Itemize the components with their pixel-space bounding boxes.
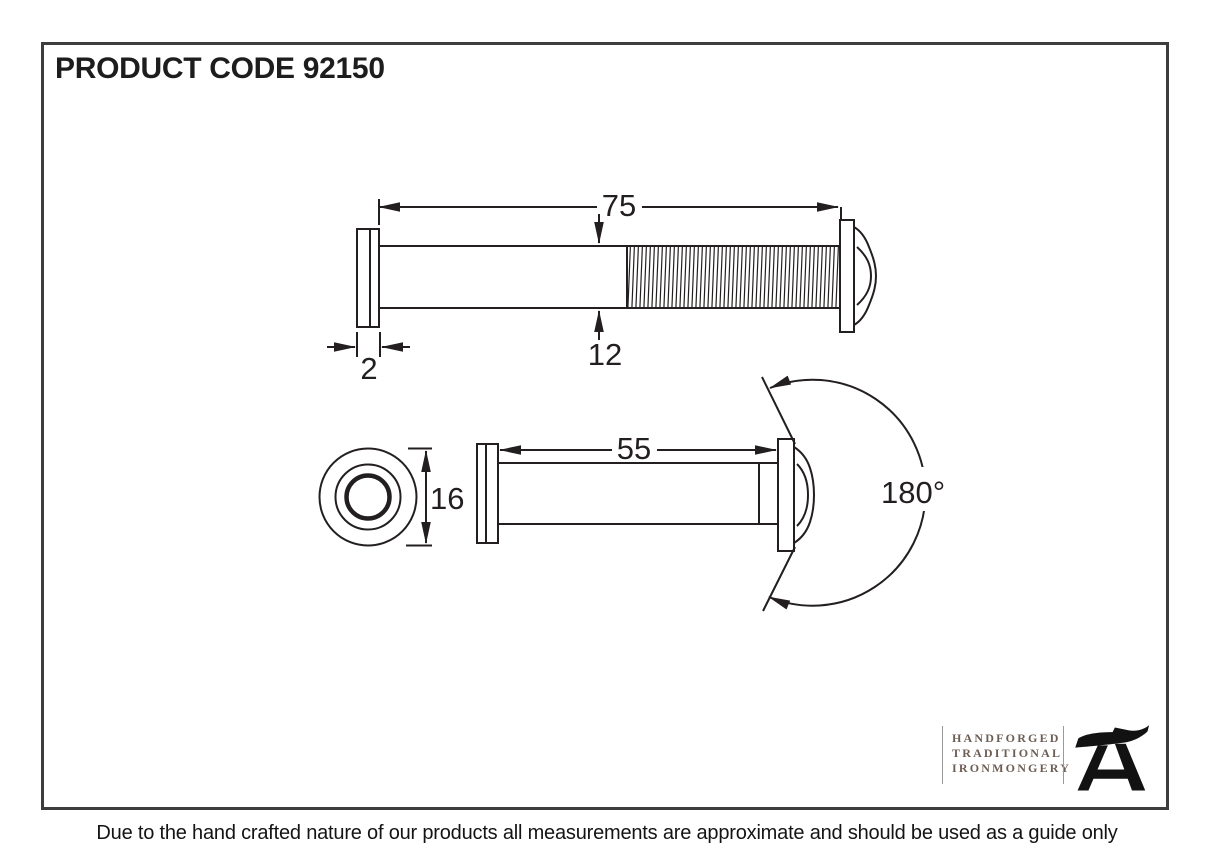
eyepiece-dome: [793, 445, 816, 545]
brand-divider-right: [1063, 726, 1064, 784]
dimension-eyepiece-diameter: 16: [406, 447, 464, 547]
dimension-barrel-diameter: 12: [588, 214, 622, 372]
thread-section: [626, 245, 841, 309]
barrel: [378, 245, 628, 309]
eyepiece-plate: [777, 438, 795, 552]
side-view: 55: [476, 431, 816, 552]
angle-label: 180°: [881, 475, 945, 510]
brand-text: HANDFORGED TRADITIONAL IRONMONGERY: [952, 731, 1072, 776]
brand-line: TRADITIONAL: [952, 746, 1063, 760]
brand-line: HANDFORGED: [952, 731, 1061, 745]
lens-arc: [856, 246, 873, 306]
brand-line: IRONMONGERY: [952, 761, 1072, 775]
dim-label-barrel-diameter: 12: [588, 337, 622, 372]
dim-label-overall-length: 75: [602, 188, 636, 223]
middle-ring: [334, 463, 402, 531]
eyepiece-plate: [839, 219, 855, 333]
outer-ring: [318, 447, 418, 547]
front-view: 16: [318, 447, 464, 547]
dimension-overall-length: 75: [378, 188, 842, 225]
drawing-border: [41, 42, 1169, 810]
brand-divider-left: [942, 726, 943, 784]
flange: [356, 228, 380, 328]
top-view: 75 12 2: [327, 188, 878, 386]
barrel: [497, 462, 779, 525]
viewing-angle-annotation: 180°: [761, 375, 955, 612]
anvil-icon: [1075, 725, 1150, 791]
angle-label-mask: [877, 467, 955, 511]
flange: [476, 443, 499, 544]
lens-arc: [796, 463, 810, 527]
dim-label-flange-thickness: 2: [360, 351, 377, 386]
page-title: PRODUCT CODE 92150: [55, 52, 385, 85]
dim-label-eyepiece-diameter: 16: [430, 481, 464, 516]
disclaimer-text: Due to the hand crafted nature of our pr…: [96, 822, 1118, 844]
eyepiece-dome: [853, 225, 878, 327]
dimension-flange-thickness: 2: [327, 332, 410, 386]
angle-ray-top: [761, 376, 796, 445]
dim-label-barrel-length: 55: [617, 431, 651, 466]
dimension-barrel-length: 55: [499, 431, 777, 466]
lens-ring: [344, 473, 392, 521]
